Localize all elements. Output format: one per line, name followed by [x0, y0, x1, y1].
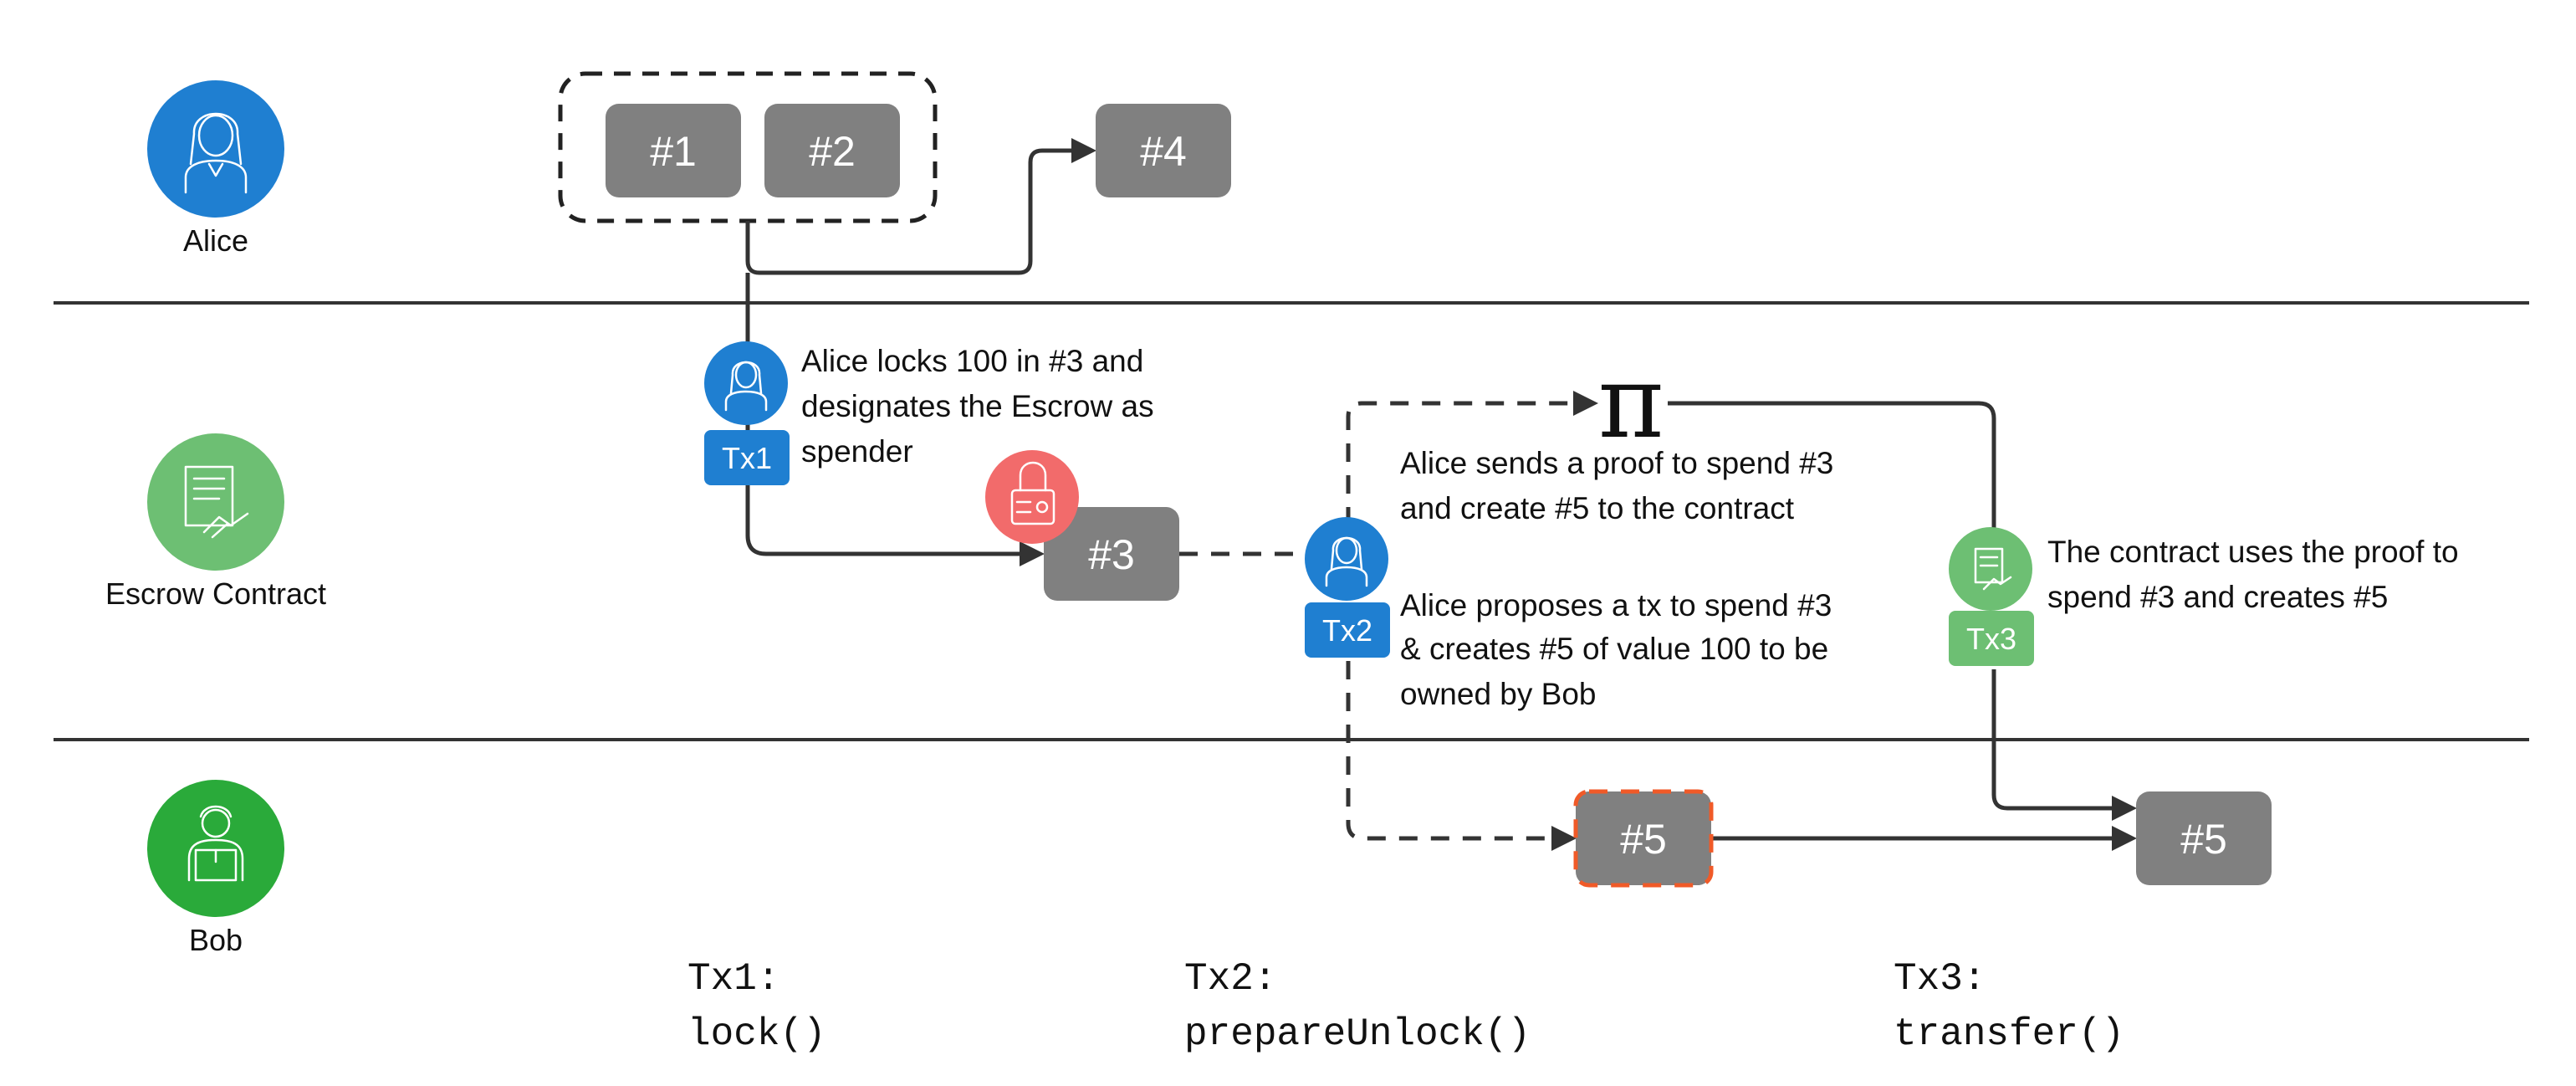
code-label-tx2: Tx2: prepareUnlock() [1184, 957, 1531, 1056]
tx3-note: The contract uses the proof to spend #3 … [2047, 535, 2459, 614]
svg-text:#1: #1 [650, 128, 697, 175]
escrow-avatar [147, 433, 284, 571]
svg-text:#5: #5 [1620, 816, 1667, 863]
svg-text:transfer(): transfer() [1894, 1012, 2124, 1056]
svg-text:and create #5 to the contract: and create #5 to the contract [1400, 491, 1795, 525]
lock-icon [1010, 461, 1055, 525]
connector-proof-to-tx3 [1668, 401, 1996, 532]
svg-text:Tx1:: Tx1: [687, 957, 779, 1001]
svg-text:Alice sends a proof to spend #: Alice sends a proof to spend #3 [1400, 446, 1833, 480]
svg-text:designates the Escrow as: designates the Escrow as [801, 389, 1154, 423]
token-5-pending: #5 [1573, 789, 1714, 888]
tx1-tag: Tx1 [722, 441, 772, 475]
svg-text:#3: #3 [1088, 531, 1135, 578]
lane-label-bob: Bob [189, 923, 243, 957]
svg-text:spend #3 and creates #5: spend #3 and creates #5 [2047, 580, 2388, 614]
connector-tx1-to-3 [745, 273, 1045, 566]
connector-tx3-to-5 [1991, 669, 2137, 821]
tx3-marker: Tx3 [1949, 527, 2034, 666]
svg-text:The contract uses the proof to: The contract uses the proof to [2047, 535, 2459, 569]
proof-note: Alice sends a proof to spend #3 and crea… [1400, 446, 1833, 525]
lane-label-alice: Alice [183, 223, 248, 258]
tx3-tag: Tx3 [1966, 622, 2016, 656]
connector-tx2-to-proof [1346, 391, 1598, 525]
alice-avatar [147, 80, 284, 218]
svg-text:Alice locks 100 in #3 and: Alice locks 100 in #3 and [801, 344, 1143, 378]
lane-label-escrow: Escrow Contract [105, 576, 326, 611]
contract-handshake-icon [184, 465, 249, 539]
svg-text:spender: spender [801, 434, 913, 469]
tx2-marker: Tx2 [1305, 517, 1390, 658]
woman-icon [184, 112, 248, 194]
svg-text:#4: #4 [1140, 128, 1187, 175]
svg-text:Alice proposes a tx to spend #: Alice proposes a tx to spend #3 [1400, 588, 1832, 622]
token-4: #4 [1096, 104, 1231, 197]
man-box-icon [187, 805, 244, 882]
bob-avatar [147, 780, 284, 917]
svg-text:Tx3:: Tx3: [1894, 957, 1986, 1001]
svg-text:#2: #2 [809, 128, 856, 175]
svg-text:lock(): lock() [687, 1012, 826, 1056]
svg-text:prepareUnlock(): prepareUnlock() [1184, 1012, 1531, 1056]
token-2: #2 [764, 104, 900, 197]
connector-to-4 [745, 138, 1096, 275]
svg-text:& creates #5 of value 100 to b: & creates #5 of value 100 to be [1400, 632, 1828, 666]
tx2-tag: Tx2 [1322, 613, 1372, 648]
token-1: #1 [606, 104, 741, 197]
contract-handshake-icon [1974, 547, 2012, 591]
lock-badge [985, 450, 1079, 544]
svg-text:#5: #5 [2180, 816, 2227, 863]
code-label-tx3: Tx3: transfer() [1894, 957, 2124, 1056]
tx1-note: Alice locks 100 in #3 and designates the… [801, 344, 1154, 469]
woman-icon [724, 361, 768, 412]
svg-text:owned by Bob: owned by Bob [1400, 677, 1597, 711]
woman-icon [1325, 536, 1368, 587]
code-label-tx1: Tx1: lock() [687, 957, 826, 1056]
token-5-final: #5 [2136, 791, 2272, 885]
tx2-note: Alice proposes a tx to spend #3 & create… [1400, 588, 1832, 711]
token-3: #3 [1044, 507, 1179, 601]
svg-text:Tx2:: Tx2: [1184, 957, 1276, 1001]
tx1-marker: Tx1 [704, 341, 790, 485]
proof-symbol: π [1598, 345, 1664, 461]
connector-tx2-to-5 [1346, 661, 1577, 851]
